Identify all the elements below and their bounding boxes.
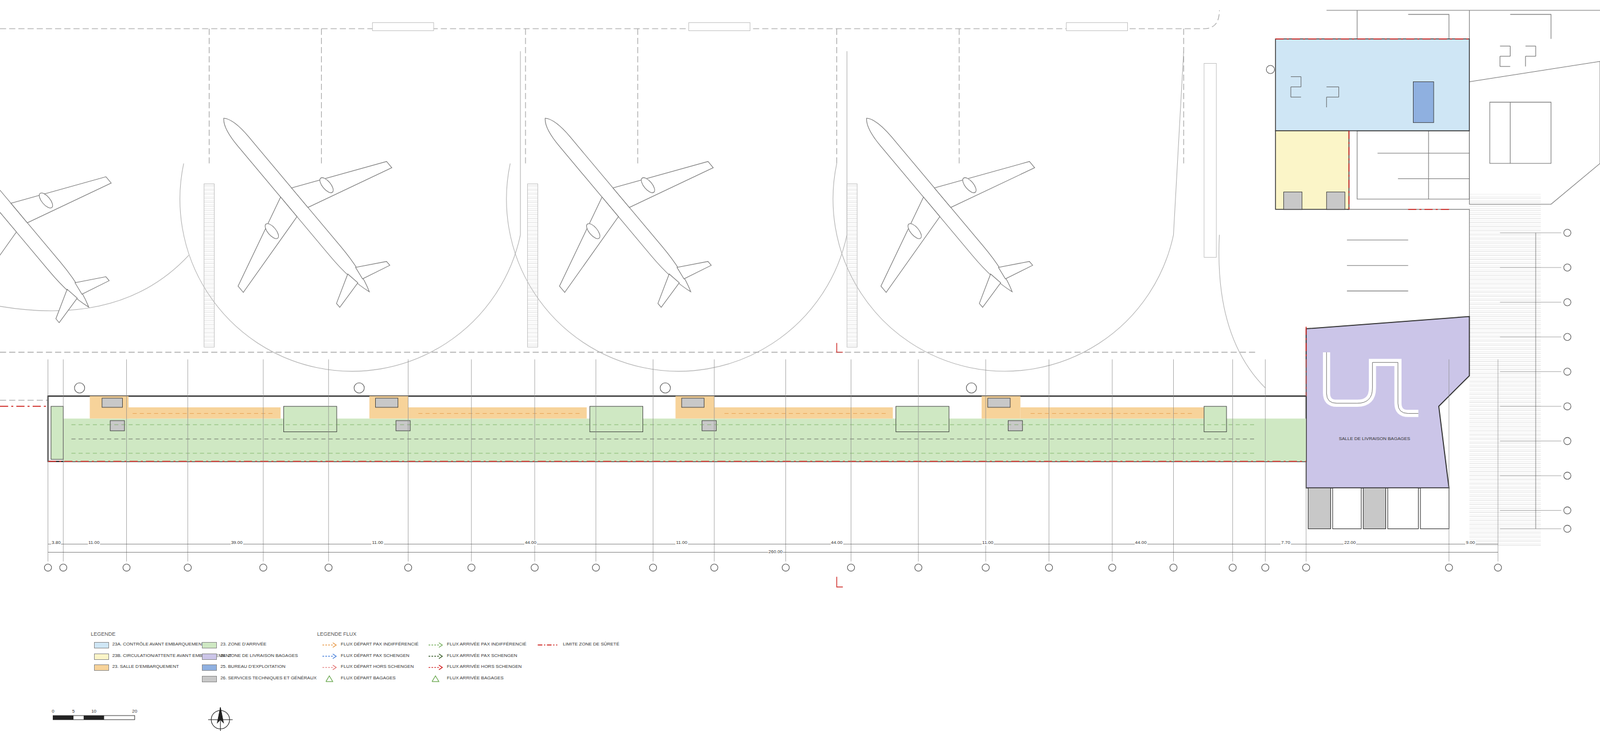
dimension-label: 7.70 xyxy=(1280,540,1291,546)
legend-samples xyxy=(322,642,558,682)
legend-text: 23A. CONTRÔLE AVANT EMBARQUEMENT xyxy=(112,641,205,648)
legend-swatch xyxy=(201,664,217,671)
legend-flow-sample xyxy=(322,667,334,668)
dimension-label: 0 xyxy=(51,708,55,714)
legend-flow-sample xyxy=(428,655,441,657)
dimension-label: 20 xyxy=(131,708,138,714)
legend-text: 25. BUREAU D'EXPLOITATION xyxy=(220,664,286,670)
legend-baggage-sample xyxy=(325,675,333,682)
legend-arrowhead xyxy=(438,664,443,670)
legend-text: FLUX ARRIVÉE HORS SCHENGEN xyxy=(446,664,522,670)
dimension-label: 44.00 xyxy=(524,540,537,546)
legend-heading: LEGENDE xyxy=(90,631,116,638)
legend-text: FLUX ARRIVÉE PAX SCHENGEN xyxy=(446,653,518,659)
legend-text: FLUX DÉPART BAGAGES xyxy=(340,675,396,681)
legend-arrowhead xyxy=(438,642,443,648)
legend-swatch xyxy=(201,653,217,660)
legend-swatch xyxy=(201,641,217,649)
legend-flow-sample xyxy=(322,644,334,646)
dimension-label: 44.00 xyxy=(830,540,844,546)
legend-text: 24. ZONE DE LIVRAISON BAGAGES xyxy=(220,653,298,659)
legend-text: FLUX DÉPART HORS SCHENGEN xyxy=(340,664,414,670)
flow-arrows xyxy=(71,413,1256,454)
baggage-carousel xyxy=(1326,352,1419,414)
security-limit xyxy=(0,39,1470,462)
zone-label-box: SALLE DE LIVRAISON BAGAGES xyxy=(1318,433,1431,444)
north-arrow xyxy=(208,707,233,731)
legend-heading: LEGENDE FLUX xyxy=(316,631,358,638)
dimension-label: 260.00 xyxy=(768,549,784,555)
legend-text: LIMITE ZONE DE SÛRETÉ xyxy=(562,641,620,648)
legend-text: FLUX DÉPART PAX INDIFFÉRENCIÉ xyxy=(340,641,419,648)
legend-text: FLUX DÉPART PAX SCHENGEN xyxy=(340,653,410,659)
scale-bar xyxy=(52,715,135,720)
stand-circles xyxy=(0,51,1266,388)
dimension-label: 11.00 xyxy=(371,540,384,546)
pier-service-rooms xyxy=(51,398,1023,460)
legend-arrowhead xyxy=(332,653,337,659)
baggage-hall xyxy=(1306,316,1470,489)
legend-swatch xyxy=(94,653,109,660)
dimension-label: 10 xyxy=(90,708,97,714)
queue-lanes xyxy=(1290,45,1536,108)
dimension-label: 5 xyxy=(71,708,76,714)
legend-arrowhead xyxy=(438,653,443,659)
service-room xyxy=(1326,192,1345,210)
legend-text: 23. ZONE D'ARRIVÉE xyxy=(220,641,267,648)
dimension-label: 22.00 xyxy=(1343,540,1357,546)
legend-swatch xyxy=(94,664,109,671)
grid-bubbles xyxy=(44,65,1571,571)
dimension-label: 11.00 xyxy=(981,540,994,546)
gate-modules xyxy=(283,406,1227,432)
dimension-label: 11.00 xyxy=(675,540,688,546)
legend-baggage-sample xyxy=(431,675,439,682)
control-zone xyxy=(1275,39,1470,131)
legend-flow-sample xyxy=(428,667,441,668)
legend-text: 26. SERVICES TECHNIQUES ET GÉNÉRAUX xyxy=(220,675,317,681)
office-room xyxy=(1412,82,1434,123)
legend-swatch xyxy=(201,675,217,683)
circulation-zone xyxy=(1275,130,1349,210)
service-room xyxy=(1283,192,1303,210)
legend-text: FLUX ARRIVÉE BAGAGES xyxy=(446,675,504,681)
dimension-label: 44.00 xyxy=(1134,540,1148,546)
dimension-label: 11.00 xyxy=(87,540,100,546)
legend-limit-sample xyxy=(537,644,558,646)
legend-flow-sample xyxy=(322,655,334,657)
arrival-corridor xyxy=(63,418,1306,462)
dimension-label: 9.00 xyxy=(1465,540,1476,546)
grid-lines xyxy=(48,232,1562,562)
boarding-areas xyxy=(90,395,1205,419)
legend-arrowhead xyxy=(332,642,337,648)
legend-text: 23. SALLE D'EMBARQUEMENT xyxy=(112,664,179,670)
pier-outline xyxy=(48,395,1307,462)
forecourt-hatch xyxy=(1469,193,1541,547)
dimension-label: 39.00 xyxy=(230,540,244,546)
zone-name: SALLE DE LIVRAISON BAGAGES xyxy=(1320,435,1429,442)
baggage-carousel-edge xyxy=(1326,352,1419,414)
legend-text: FLUX ARRIVÉE PAX INDIFFÉRENCIÉ xyxy=(446,641,527,648)
taxiway-lines xyxy=(0,10,1266,400)
legend-arrowhead xyxy=(332,664,337,670)
section-marks xyxy=(837,343,844,587)
legend-swatch xyxy=(94,641,109,649)
dimension-label: 3.80 xyxy=(51,540,62,546)
legend-flow-sample xyxy=(428,644,441,646)
